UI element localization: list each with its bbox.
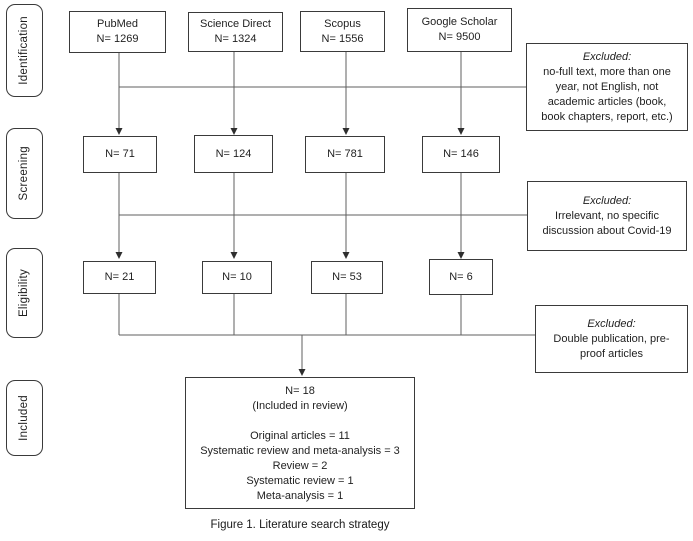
count-label: N= 781 <box>327 148 363 160</box>
excluded-body: no-full text, more than one year, not En… <box>541 65 673 123</box>
excluded-body: Irrelevant, no specific discussion about… <box>542 209 672 237</box>
source-name: Scopus <box>324 17 361 30</box>
source-box-scopus: Scopus N= 1556 <box>300 11 385 52</box>
stage-identification-label: Identification <box>18 16 30 85</box>
stage-included: Included <box>6 380 43 456</box>
eligibility-box-3: N= 53 <box>311 261 383 294</box>
source-count: N= 1269 <box>96 33 139 45</box>
eligibility-box-2: N= 10 <box>202 261 272 294</box>
eligibility-box-1: N= 21 <box>83 261 156 294</box>
source-box-google-scholar: Google Scholar N= 9500 <box>407 8 512 52</box>
screening-box-2: N= 124 <box>194 135 273 173</box>
count-label: N= 6 <box>449 270 473 283</box>
excluded-box-screening: Excluded: Irrelevant, no specific discus… <box>527 181 687 251</box>
stage-eligibility-label: Eligibility <box>18 268 30 318</box>
stage-screening: Screening <box>6 128 43 219</box>
count-label: N= 71 <box>105 148 135 160</box>
arrowhead-icons <box>115 128 465 376</box>
count-label: N= 146 <box>443 148 479 160</box>
source-name: Google Scholar <box>421 16 498 28</box>
eligibility-box-4: N= 6 <box>429 259 493 295</box>
excluded-title: Excluded: <box>582 194 632 207</box>
included-breakdown: Original articles = 11 Systematic review… <box>200 430 400 502</box>
stage-included-label: Included <box>18 395 30 441</box>
included-box: N= 18 (Included in review) Original arti… <box>185 377 415 509</box>
source-box-science-direct: Science Direct N= 1324 <box>188 12 283 52</box>
included-subtitle: (Included in review) <box>252 400 348 412</box>
count-label: N= 10 <box>222 271 252 283</box>
excluded-title: Excluded: <box>587 317 636 330</box>
source-name: Science Direct <box>200 18 271 30</box>
screening-box-4: N= 146 <box>422 136 500 173</box>
source-name: PubMed <box>97 18 138 30</box>
excluded-box-eligibility: Excluded: Double publication, pre- proof… <box>535 305 688 373</box>
excluded-box-identification: Excluded: no-full text, more than one ye… <box>526 43 688 131</box>
count-label: N= 21 <box>104 271 135 283</box>
count-label: N= 124 <box>215 147 252 160</box>
excluded-title: Excluded: <box>582 50 632 63</box>
source-count: N= 9500 <box>438 31 481 43</box>
source-count: N= 1324 <box>214 33 257 45</box>
stage-screening-label: Screening <box>18 146 30 201</box>
source-count: N= 1556 <box>321 32 364 45</box>
figure-caption: Figure 1. Literature search strategy <box>210 519 390 531</box>
source-box-pubmed: PubMed N= 1269 <box>69 11 166 53</box>
count-label: N= 53 <box>332 271 362 283</box>
included-count: N= 18 <box>285 385 315 397</box>
stage-eligibility: Eligibility <box>6 248 43 338</box>
excluded-body: Double publication, pre- proof articles <box>553 332 670 360</box>
screening-box-3: N= 781 <box>305 136 385 173</box>
stage-identification: Identification <box>6 4 43 97</box>
screening-box-1: N= 71 <box>83 136 157 173</box>
